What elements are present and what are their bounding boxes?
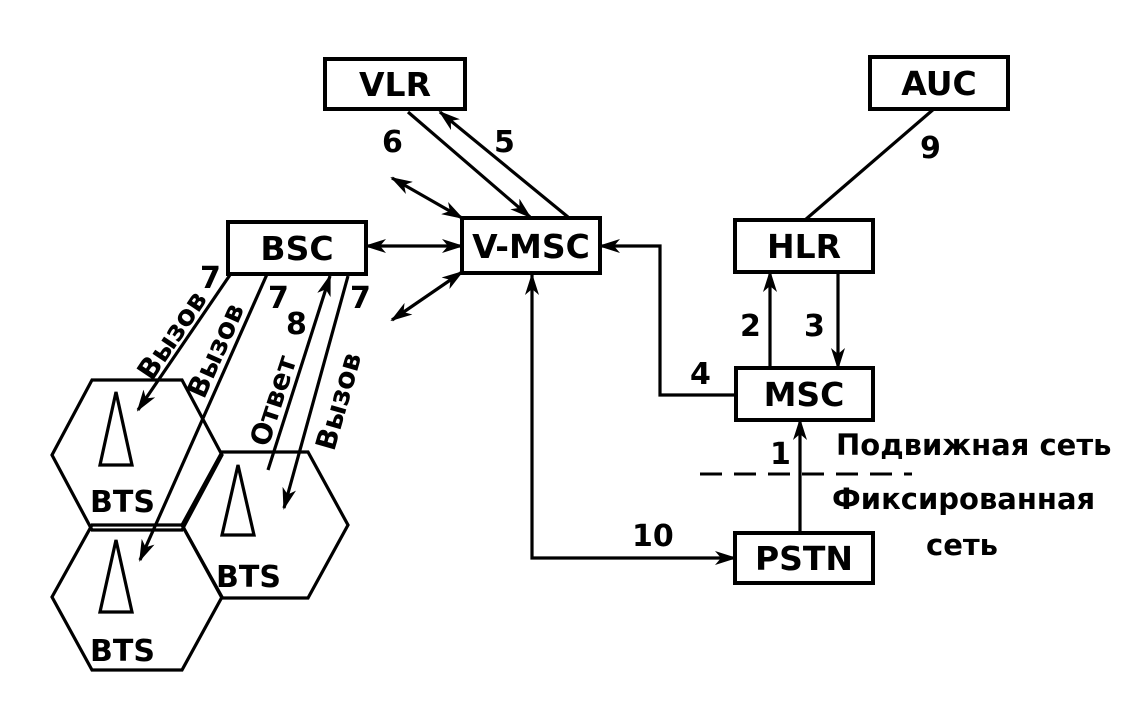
- node-pstn: PSTN: [733, 531, 875, 585]
- arrow-vmsc-upper-left: [390, 176, 464, 220]
- step-7-b: 7: [268, 281, 289, 316]
- step-7-c: 7: [350, 281, 371, 316]
- network-fixed-label-line2: сеть: [926, 528, 998, 562]
- node-vmsc-label: V-MSC: [472, 227, 590, 266]
- step-8: 8: [286, 307, 307, 342]
- arrow-bsc-to-bts-1: [136, 271, 234, 412]
- arrow-bsc-to-bts-2: [138, 271, 270, 562]
- signal-call-3: Вызов: [309, 349, 368, 454]
- step-5: 5: [494, 125, 515, 160]
- step-1: 1: [770, 437, 791, 472]
- arrow-vlr-to-vmsc: [406, 110, 532, 219]
- cell-right: [180, 450, 350, 600]
- node-pstn-label: PSTN: [755, 539, 853, 578]
- signal-answer: Ответ: [243, 351, 303, 450]
- node-hlr-label: HLR: [767, 227, 841, 266]
- node-vlr: VLR: [323, 57, 467, 111]
- bts-label-3: BTS: [216, 560, 281, 595]
- node-bsc: BSC: [226, 220, 368, 276]
- step-4: 4: [690, 357, 711, 392]
- network-fixed-label-line1: Фиксированная: [832, 482, 1095, 516]
- bts-label-1: BTS: [90, 485, 155, 520]
- node-auc: AUC: [868, 55, 1010, 111]
- node-hlr: HLR: [733, 218, 875, 274]
- node-auc-label: AUC: [901, 64, 977, 103]
- arrow-vmsc-pstn: [525, 273, 737, 565]
- arrow-bts-to-bsc-answer: [266, 274, 332, 471]
- node-msc: MSC: [734, 366, 875, 422]
- step-7-a: 7: [200, 261, 221, 296]
- arrow-vmsc-lower-left: [390, 270, 464, 322]
- antenna-icon-3: [219, 464, 257, 537]
- antenna-icon-2: [98, 539, 134, 614]
- line-auc-hlr: [803, 106, 937, 222]
- node-vlr-label: VLR: [359, 65, 431, 104]
- step-3: 3: [804, 309, 825, 344]
- arrow-bsc-to-bts-3: [282, 275, 350, 510]
- arrow-msc-to-vmsc: [598, 239, 736, 397]
- node-vmsc: V-MSC: [460, 216, 602, 275]
- step-2: 2: [740, 309, 761, 344]
- antenna-icon-1: [98, 391, 134, 467]
- step-10: 10: [632, 519, 674, 554]
- step-9: 9: [920, 131, 941, 166]
- bts-label-2: BTS: [90, 634, 155, 669]
- node-msc-label: MSC: [764, 375, 845, 414]
- node-bsc-label: BSC: [260, 229, 333, 268]
- arrow-vmsc-to-vlr: [438, 110, 570, 219]
- step-6: 6: [382, 125, 403, 160]
- network-mobile-label: Подвижная сеть: [836, 428, 1111, 462]
